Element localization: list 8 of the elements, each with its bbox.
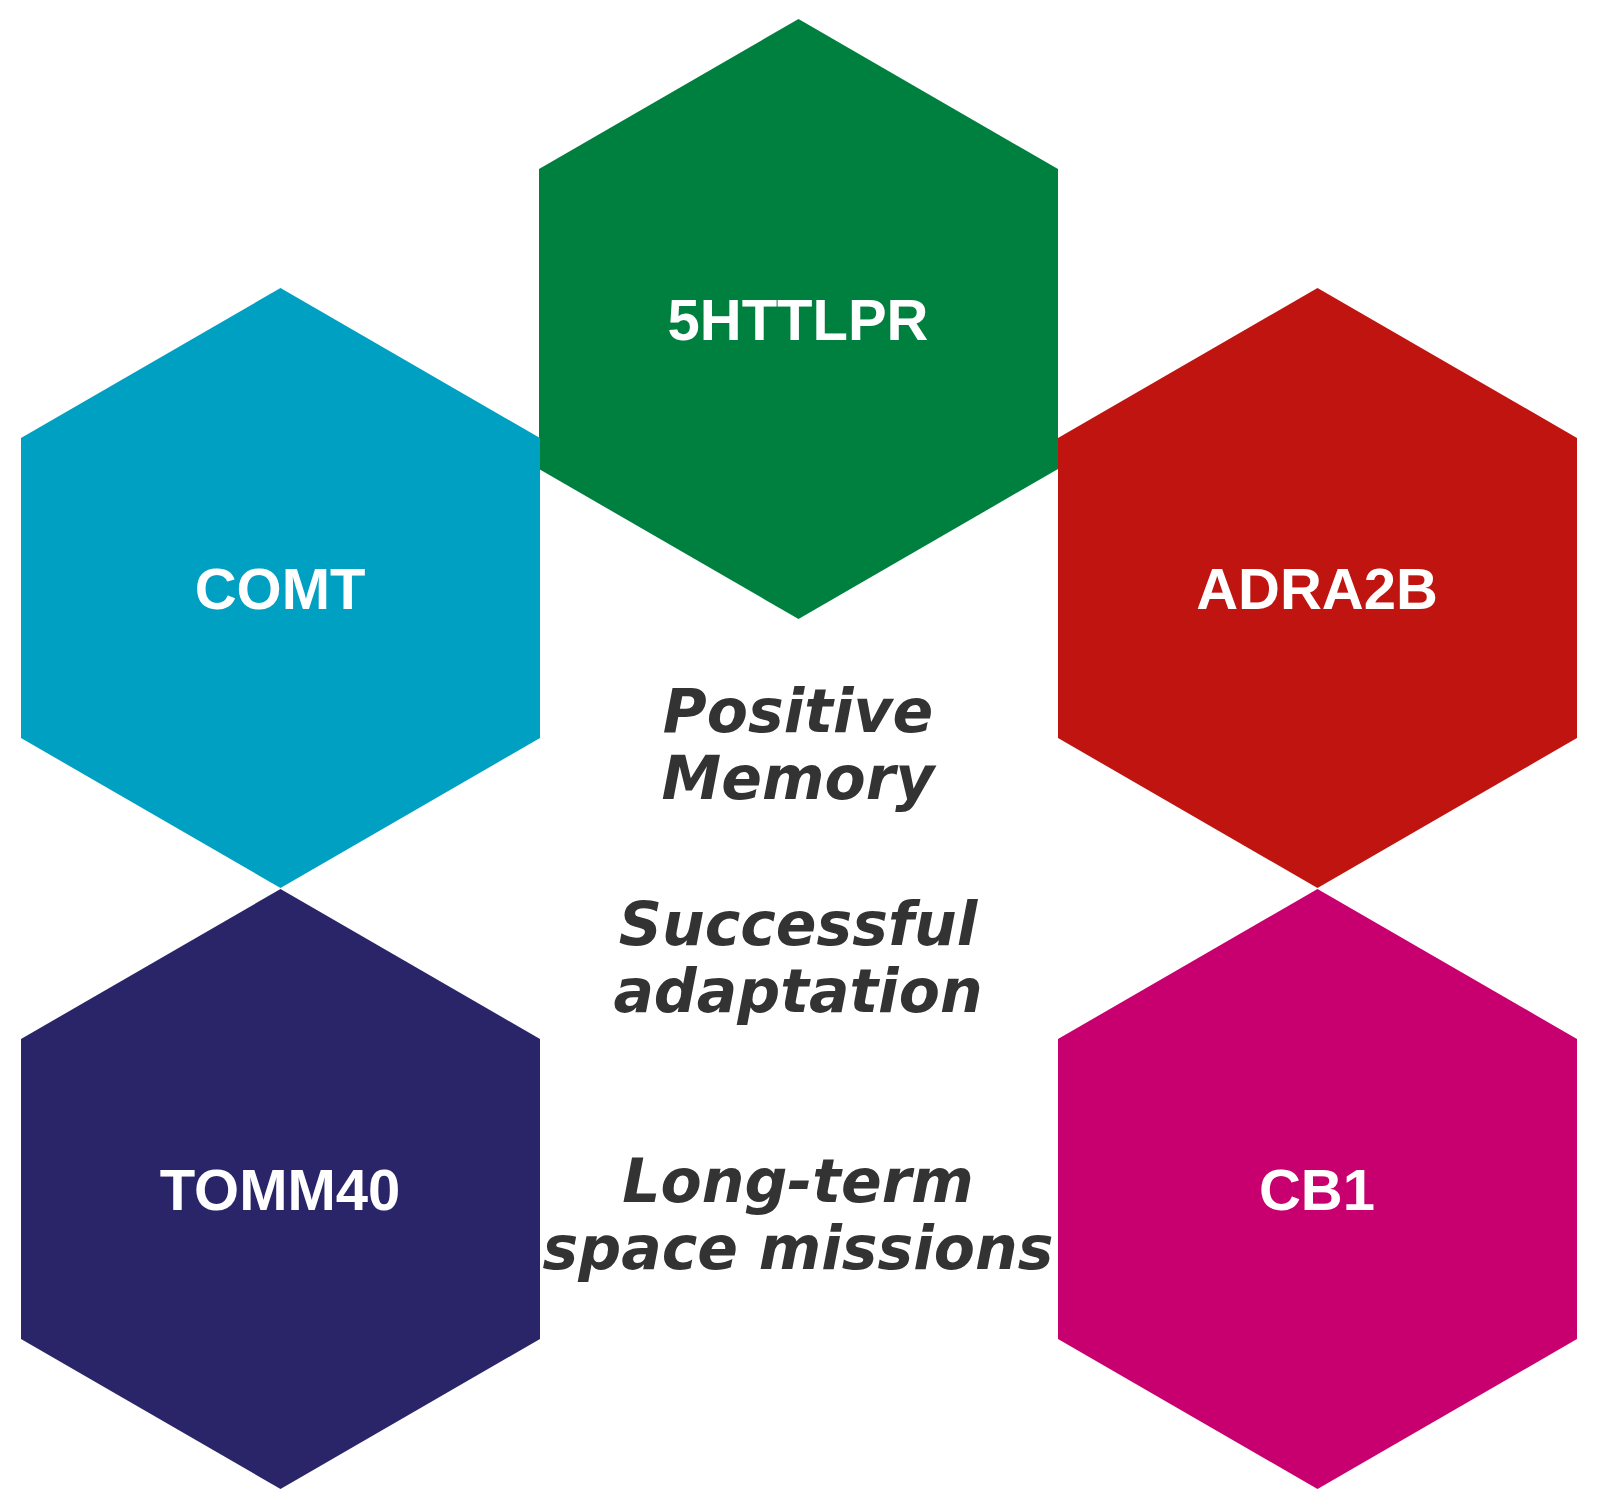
gene-label: TOMM40: [158, 1155, 402, 1223]
gene-label: 5HTTLPR: [666, 285, 930, 353]
outcome-text: Successful adaptation: [612, 890, 984, 1026]
gene-label: CB1: [1258, 1155, 1376, 1223]
gene-label: COMT: [193, 554, 367, 622]
outcome-text: Long-term space missions: [541, 1147, 1055, 1283]
outcome-text: Positive Memory: [660, 677, 938, 813]
gene-label: ADRA2B: [1195, 554, 1439, 622]
